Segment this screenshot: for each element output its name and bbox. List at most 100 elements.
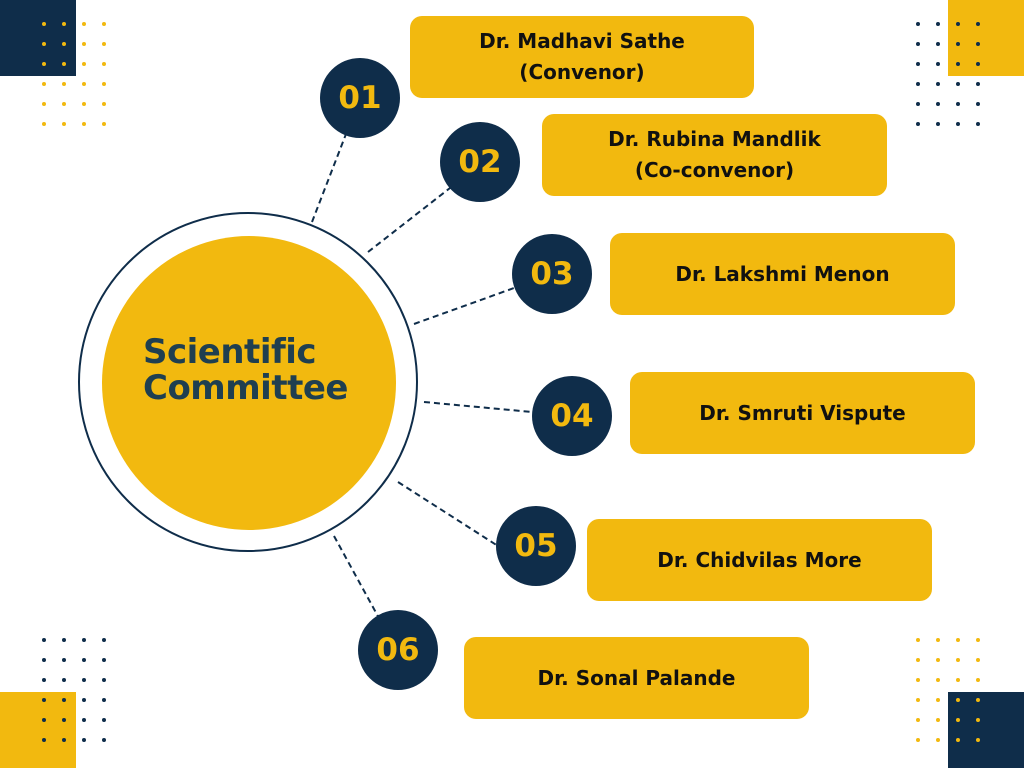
number-badge-05: 05: [496, 506, 576, 586]
number-badge-01: 01: [320, 58, 400, 138]
decor-dot: [916, 122, 920, 126]
decor-dot: [42, 658, 46, 662]
decor-dot: [62, 698, 66, 702]
decor-dot: [62, 122, 66, 126]
decor-dot: [956, 22, 960, 26]
decor-dot: [916, 42, 920, 46]
decor-dot: [956, 638, 960, 642]
decor-dot: [62, 678, 66, 682]
decor-dot: [916, 738, 920, 742]
decor-dot: [936, 22, 940, 26]
decor-dot: [42, 82, 46, 86]
decor-dot: [976, 658, 980, 662]
decor-dot: [42, 102, 46, 106]
connector-05: [397, 481, 499, 547]
decor-dot: [82, 22, 86, 26]
decor-dot: [976, 82, 980, 86]
decor-dot: [82, 678, 86, 682]
dot-grid-bottom-right: [916, 638, 980, 742]
decor-dot: [82, 82, 86, 86]
center-disc: [102, 236, 396, 530]
decor-dot: [916, 82, 920, 86]
member-name: Dr. Sonal Palande: [537, 665, 736, 690]
decor-dot: [42, 122, 46, 126]
decor-dot: [976, 122, 980, 126]
center-title: Scientific Committee: [143, 334, 373, 406]
decor-dot: [956, 122, 960, 126]
member-name: Dr. Chidvilas More: [657, 547, 862, 572]
member-role: (Co-convenor): [634, 158, 795, 182]
decor-dot: [82, 718, 86, 722]
decor-dot: [936, 102, 940, 106]
connector-06: [333, 535, 381, 621]
decor-dot: [42, 698, 46, 702]
member-card-03: Dr. Lakshmi Menon: [610, 233, 955, 315]
connector-02: [367, 187, 451, 253]
member-card-02: Dr. Rubina Mandlik (Co-convenor): [542, 114, 887, 196]
center-ring: [78, 212, 418, 552]
decor-dot: [82, 122, 86, 126]
decor-dot: [976, 678, 980, 682]
connector-01: [311, 133, 347, 223]
decor-dot: [102, 122, 106, 126]
decor-dot: [62, 22, 66, 26]
decor-dot: [916, 658, 920, 662]
decor-dot: [102, 62, 106, 66]
decor-dot: [82, 738, 86, 742]
corner-block-bottom-left: [0, 692, 76, 768]
center-title-line-2: Committee: [143, 368, 348, 408]
decor-dot: [956, 658, 960, 662]
member-name: Dr. Rubina Mandlik: [608, 127, 821, 151]
decor-dot: [956, 62, 960, 66]
decor-dot: [936, 678, 940, 682]
decor-dot: [62, 42, 66, 46]
decor-dot: [102, 658, 106, 662]
decor-dot: [62, 738, 66, 742]
decor-dot: [102, 718, 106, 722]
member-card-05: Dr. Chidvilas More: [587, 519, 932, 601]
decor-dot: [936, 62, 940, 66]
decor-dot: [976, 718, 980, 722]
decor-dot: [42, 638, 46, 642]
decor-dot: [916, 718, 920, 722]
decor-dot: [42, 42, 46, 46]
member-name: Dr. Madhavi Sathe: [479, 29, 685, 53]
decor-dot: [62, 638, 66, 642]
decor-dot: [936, 42, 940, 46]
decor-dot: [956, 718, 960, 722]
center-title-line-1: Scientific: [143, 332, 317, 372]
member-role: (Convenor): [519, 60, 645, 84]
member-name: Dr. Smruti Vispute: [699, 400, 906, 425]
decor-dot: [102, 102, 106, 106]
decor-dot: [102, 738, 106, 742]
dot-grid-top-left: [42, 22, 106, 126]
corner-block-top-right: [948, 0, 1024, 76]
decor-dot: [976, 42, 980, 46]
decor-dot: [976, 102, 980, 106]
decor-dot: [102, 22, 106, 26]
decor-dot: [956, 102, 960, 106]
decor-dot: [916, 678, 920, 682]
decor-dot: [42, 62, 46, 66]
decor-dot: [82, 62, 86, 66]
decor-dot: [62, 62, 66, 66]
decor-dot: [82, 42, 86, 46]
dot-grid-bottom-left: [42, 638, 106, 742]
decor-dot: [916, 102, 920, 106]
decor-dot: [62, 658, 66, 662]
decor-dot: [936, 658, 940, 662]
number-badge-04: 04: [532, 376, 612, 456]
member-name: Dr. Lakshmi Menon: [675, 261, 890, 286]
decor-dot: [62, 718, 66, 722]
decor-dot: [916, 698, 920, 702]
decor-dot: [956, 678, 960, 682]
dot-grid-top-right: [916, 22, 980, 126]
decor-dot: [936, 738, 940, 742]
decor-dot: [916, 62, 920, 66]
member-card-01: Dr. Madhavi Sathe (Convenor): [410, 16, 754, 98]
decor-dot: [936, 82, 940, 86]
decor-dot: [936, 638, 940, 642]
decor-dot: [42, 678, 46, 682]
connector-03: [413, 287, 515, 325]
